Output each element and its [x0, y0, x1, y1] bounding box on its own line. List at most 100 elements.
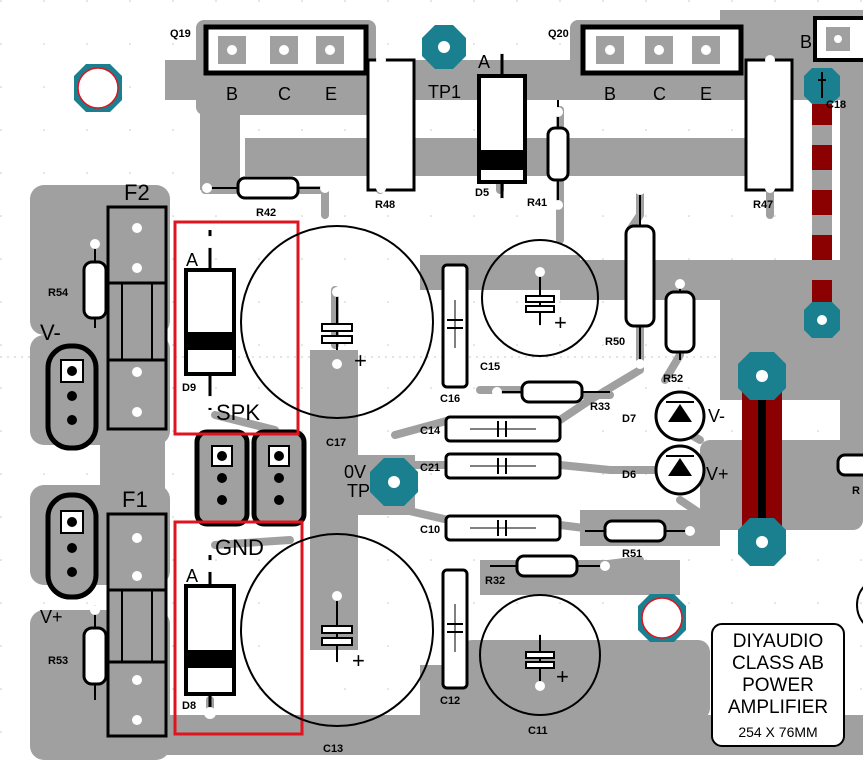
vminus-label: V- [40, 320, 61, 345]
power-jumper [738, 352, 786, 566]
c11-plus: + [556, 664, 569, 689]
connector-vplus: V+ [40, 492, 99, 627]
q19-pin-e: E [325, 84, 337, 104]
led-d6: D6 V+ [622, 444, 729, 496]
r54-ref: R54 [48, 287, 69, 299]
tp1-label: TP1 [428, 82, 461, 102]
r32-ref: R32 [485, 575, 505, 587]
fuse-f1: F1 [106, 487, 168, 738]
c17-plus: + [354, 348, 367, 373]
board-title-line-4: AMPLIFIER [728, 697, 828, 718]
q19-pin-b: B [226, 84, 238, 104]
led-vplus-label: V+ [706, 464, 729, 484]
q20-ref: Q20 [548, 28, 569, 40]
board-title-line-5: 254 X 76MM [738, 724, 817, 740]
r33-ref: R33 [590, 401, 610, 413]
board-title-line-2: CLASS AB [732, 653, 824, 674]
partial-pin-b: B [800, 32, 812, 52]
d8-anode-label: A [186, 566, 198, 586]
capacitor-c12: C12 [440, 568, 469, 707]
c18-ref: C18 [826, 99, 846, 111]
r51-ref: R51 [622, 548, 642, 560]
d8-ref: D8 [182, 700, 196, 712]
q20-pin-b: B [604, 84, 616, 104]
capacitor-c13: + C13 [240, 533, 434, 755]
tp0-label-tp: TP [347, 481, 370, 501]
led-d7: D7 V- [622, 390, 725, 442]
board-title-line-3: POWER [742, 675, 814, 696]
test-point-0v: 0V TP [344, 458, 418, 506]
capacitor-c21: C21 [420, 452, 562, 480]
board-title-line-1: DIYAUDIO [733, 631, 823, 652]
capacitor-c18: C18 [804, 68, 846, 111]
resistor-r47: R47 [744, 55, 794, 211]
capacitor-c14: C14 [420, 415, 562, 443]
mounting-hole-bottom [638, 594, 686, 642]
resistor-r51: R51 [585, 519, 695, 560]
led-vminus-label: V- [708, 406, 725, 426]
r48-ref: R48 [375, 199, 395, 211]
f2-label: F2 [124, 180, 150, 205]
resistor-r33: R33 [492, 380, 610, 413]
c13-plus: + [352, 648, 365, 673]
tp0-label-0v: 0V [344, 462, 366, 482]
resistor-r42: R42 [202, 176, 330, 219]
resistor-right-edge: R [836, 453, 863, 497]
r50-ref: R50 [605, 336, 625, 348]
capacitor-c17: + C17 [240, 225, 434, 449]
resistor-r41: R41 [527, 100, 570, 210]
resistor-r52: R52 [663, 279, 696, 385]
d5-ref: D5 [475, 187, 489, 199]
r52-ref: R52 [663, 373, 683, 385]
board-title-block: DIYAUDIO CLASS AB POWER AMPLIFIER 254 X … [711, 623, 845, 747]
resistor-r48: R48 [366, 55, 416, 211]
c16-ref: C16 [440, 393, 460, 405]
capacitor-c11: + C11 [479, 594, 601, 737]
resistor-r54: R54 [48, 239, 108, 328]
gnd-label: GND [215, 535, 264, 560]
c14-ref: C14 [420, 425, 441, 437]
c13-ref: C13 [323, 743, 343, 755]
resistor-r53: R53 [48, 605, 108, 700]
q19-pin-c: C [278, 84, 291, 104]
d9-ref: D9 [182, 382, 196, 394]
capacitor-c15: + C15 [480, 239, 599, 373]
diode-d8: A D8 [173, 520, 304, 736]
d7-ref: D7 [622, 413, 636, 425]
fuse-f2: F2 [106, 180, 168, 431]
test-point-tp1: TP1 [422, 25, 466, 102]
connector-spk: SPK GND [194, 400, 307, 560]
partial-component-right-edge [856, 586, 863, 624]
capacitor-c16: C16 [440, 263, 469, 405]
transistor-q19: Q19 B C E [170, 24, 369, 104]
capacitor-c10: C10 [420, 514, 562, 542]
mounting-hole-top-left [74, 64, 122, 112]
q20-pin-e: E [700, 84, 712, 104]
r42-ref: R42 [256, 207, 276, 219]
d9-anode-label: A [186, 250, 198, 270]
connector-vminus: V- [40, 320, 99, 451]
highlight-box-d8 [173, 520, 304, 736]
resistor-r32: R32 [485, 554, 610, 587]
d5-anode-label: A [478, 52, 490, 72]
resistor-r50: R50 [605, 185, 656, 369]
highlight-box-d9 [173, 220, 300, 436]
c12-ref: C12 [440, 695, 460, 707]
diode-d5: A D5 [475, 42, 527, 210]
c11-ref: C11 [528, 725, 548, 737]
q20-pin-c: C [653, 84, 666, 104]
r41-ref: R41 [527, 197, 547, 209]
c17-ref: C17 [326, 437, 346, 449]
f1-label: F1 [122, 487, 148, 512]
r47-ref: R47 [753, 199, 773, 211]
right-edge-r-label: R [852, 485, 860, 497]
r53-ref: R53 [48, 655, 68, 667]
diode-d9: A D9 [173, 220, 300, 436]
d6-ref: D6 [622, 469, 636, 481]
c21-ref: C21 [420, 462, 440, 474]
spk-label: SPK [216, 400, 260, 425]
q19-ref: Q19 [170, 28, 191, 40]
c15-ref: C15 [480, 361, 500, 373]
c10-ref: C10 [420, 524, 440, 536]
